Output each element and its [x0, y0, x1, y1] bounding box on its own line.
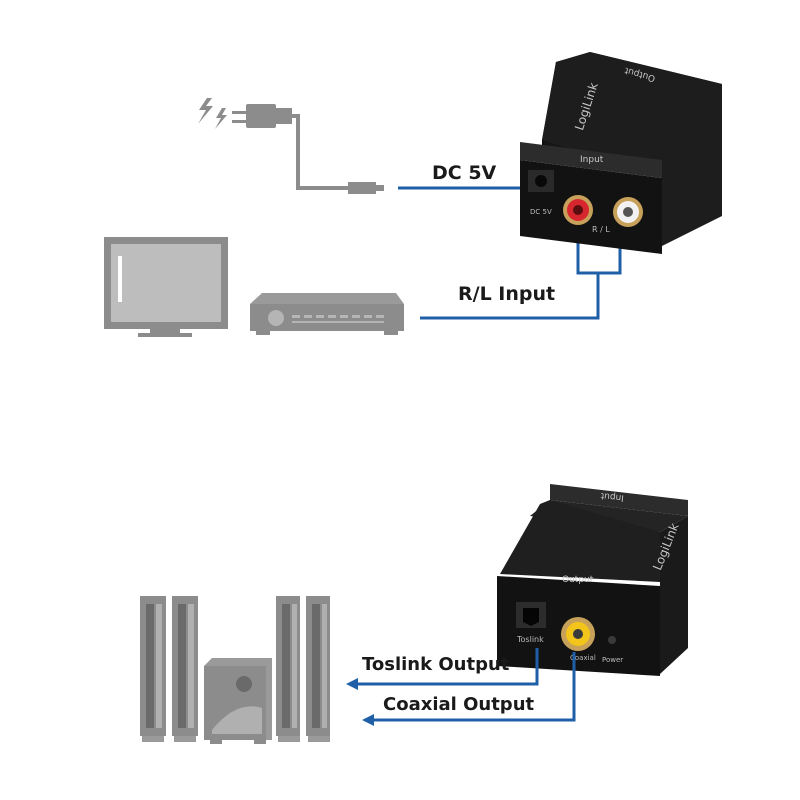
device-bottom-input-label: Input: [600, 490, 625, 502]
coaxial-output-label: Coaxial Output: [383, 694, 535, 715]
rl-input-connection-line: [420, 226, 622, 320]
dc-5v-label: DC 5V: [432, 162, 497, 184]
converter-device-bottom: Input LogiLink Output Toslink Coaxial Po…: [497, 484, 688, 676]
toslink-output-label: Toslink Output: [362, 654, 510, 675]
power-plug-icon: [198, 98, 384, 194]
speaker-system-icon: [140, 596, 330, 744]
device-bottom-output-label: Output: [562, 575, 594, 585]
device-top-rl-port-label: R / L: [592, 225, 610, 234]
device-bottom-coax-label: Coaxial: [570, 654, 596, 662]
toslink-output-line: [356, 648, 539, 686]
device-bottom-toslink-label: Toslink: [516, 635, 544, 644]
coax-arrow-icon: [362, 714, 374, 726]
tv-icon: [104, 237, 228, 337]
rl-input-label: R/L Input: [458, 283, 555, 305]
device-bottom-power-label: Power: [602, 656, 623, 664]
device-top-input-label: Input: [580, 155, 604, 165]
av-player-icon: [250, 293, 404, 335]
coaxial-output-line: [372, 652, 576, 722]
device-top-dc-port-label: DC 5V: [530, 208, 552, 216]
toslink-arrow-icon: [346, 678, 358, 690]
converter-device-top: Output LogiLink Input DC 5V R / L: [520, 52, 722, 254]
